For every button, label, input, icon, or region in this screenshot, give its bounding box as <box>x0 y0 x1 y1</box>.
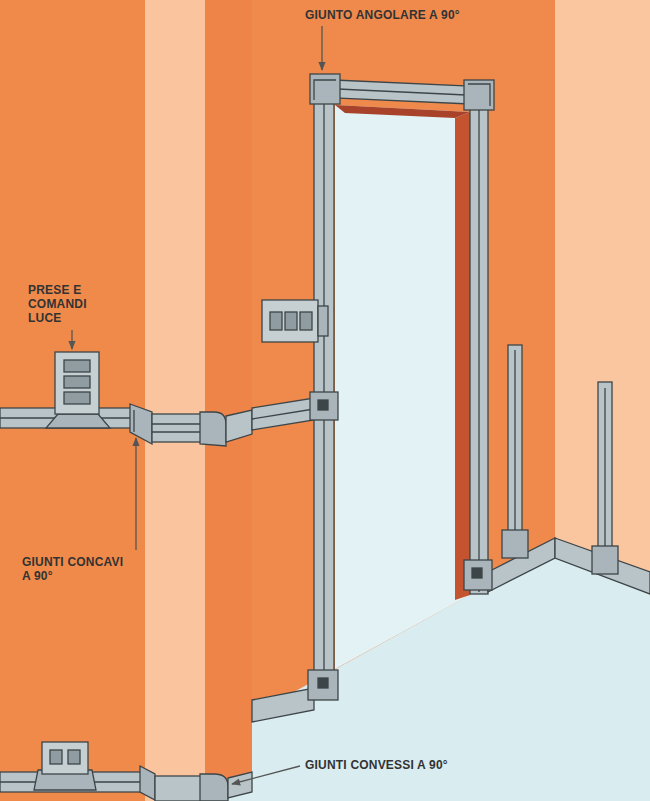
junction-box <box>592 546 618 574</box>
raceway <box>152 414 202 442</box>
callout-label: PRESE E COMANDI LUCE <box>28 283 103 325</box>
raceway-groove <box>252 409 314 419</box>
leader-line <box>232 766 300 784</box>
box-base <box>46 414 110 428</box>
switch <box>64 376 90 388</box>
door-jamb <box>455 112 470 600</box>
junction-box <box>308 670 338 700</box>
box-hole <box>472 568 482 578</box>
raceway-groove <box>152 431 202 432</box>
raceway-groove <box>338 89 466 95</box>
raceway-groove <box>323 100 324 676</box>
corner-joint-detail <box>314 80 336 100</box>
raceway <box>228 772 252 798</box>
socket-box <box>55 352 99 414</box>
raceway <box>252 688 314 722</box>
raceway <box>252 398 314 430</box>
raceway <box>508 345 522 545</box>
leader-line <box>135 438 136 550</box>
callout-label: GIUNTO ANGOLARE A 90° <box>305 8 460 22</box>
socket <box>50 750 62 764</box>
junction-box <box>310 392 338 420</box>
convex-joint <box>200 412 226 446</box>
raceway <box>334 80 470 104</box>
callout-label: GIUNTI CONVESSI A 90° <box>305 758 448 772</box>
switch <box>64 360 90 372</box>
leader-line <box>71 330 72 349</box>
left-wall <box>0 0 145 801</box>
concave-joint <box>130 404 152 444</box>
raceway <box>226 410 252 442</box>
raceway-groove <box>514 350 515 540</box>
switch <box>285 312 297 330</box>
raceway <box>155 776 203 801</box>
socket <box>68 750 80 764</box>
corner-joint-detail <box>468 84 490 106</box>
junction-box <box>464 560 492 590</box>
switch <box>270 312 282 330</box>
switch <box>64 392 90 404</box>
box-connector <box>318 306 328 336</box>
right-wall <box>555 0 650 595</box>
raceway <box>598 382 612 562</box>
box-hole <box>318 400 328 410</box>
raceway <box>314 88 334 678</box>
leader-line <box>321 26 322 70</box>
back-wall <box>252 0 555 715</box>
concave-joint <box>140 766 155 800</box>
door-jamb-top <box>335 105 470 118</box>
switch <box>300 312 312 330</box>
pillar-front <box>145 0 205 801</box>
raceway <box>555 538 650 594</box>
raceway-groove <box>478 104 479 592</box>
callout-label: GIUNTI CONCAVI A 90° <box>22 555 132 583</box>
raceway-groove <box>604 388 605 558</box>
socket-box <box>42 742 88 774</box>
corner-joint <box>464 80 494 110</box>
box-hole <box>318 678 328 688</box>
corner-joint <box>310 74 340 104</box>
door-opening <box>335 105 470 669</box>
concave-joint-detail <box>133 410 134 432</box>
raceway <box>470 94 488 594</box>
raceway-groove <box>152 423 202 424</box>
convex-joint <box>200 774 228 801</box>
socket-box <box>262 300 318 342</box>
pillar-side <box>205 0 252 801</box>
junction-box <box>502 530 528 558</box>
